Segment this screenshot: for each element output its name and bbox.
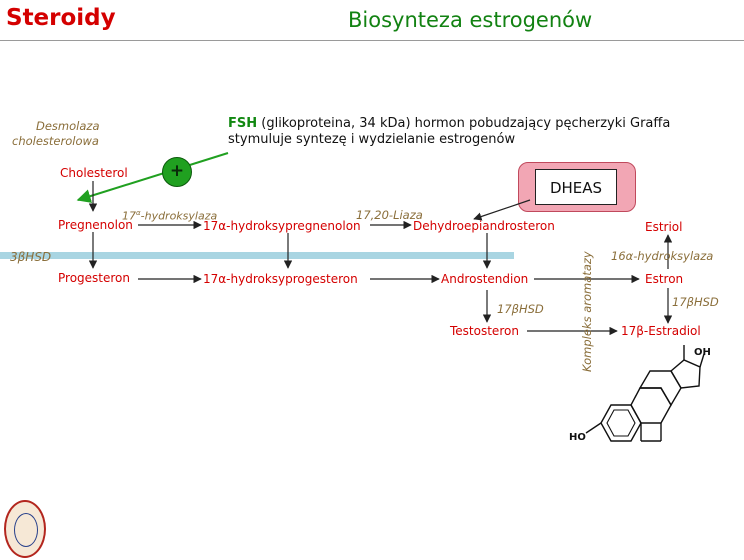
enzyme-16a-hydroksylaza: 16α-hydroksylaza (611, 249, 714, 263)
structure-ho-label: HO (569, 432, 586, 443)
compound-pregnenolon: Pregnenolon (58, 218, 133, 232)
estradiol-structure (585, 345, 705, 442)
dheas-label: DHEAS (549, 179, 603, 197)
compound-androstendion: Androstendion (441, 272, 529, 286)
compound-estradiol: 17β-Estradiol (621, 324, 701, 338)
university-seal-icon (4, 500, 46, 558)
section-title: Steroidy (6, 5, 116, 31)
compound-17a-hydroksyprogesteron: 17α-hydroksyprogesteron (203, 272, 358, 286)
compound-estron: Estron (645, 272, 684, 286)
plus-sign: + (162, 157, 192, 187)
compound-dehydroepiandrosteron: Dehydroepiandrosteron (413, 219, 555, 233)
compound-cholesterol: Cholesterol (60, 166, 128, 180)
fsh-text-2: stymuluje syntezę i wydzielanie estrogen… (228, 132, 516, 148)
enzyme-17bhsd-estron: 17βHSD (672, 295, 719, 309)
3bhsd-band (0, 252, 514, 259)
enzyme-17bhsd-testo: 17βHSD (497, 302, 544, 316)
enzyme-3bhsd: 3βHSD (10, 250, 52, 264)
enzyme-17-prefix: 17 (122, 209, 136, 223)
enzyme-aromataza-complex: Kompleks aromatazy (580, 251, 594, 372)
compound-progesteron: Progesteron (58, 271, 130, 285)
dheas-box: DHEAS (535, 169, 617, 205)
header-divider (0, 40, 744, 41)
compound-estriol: Estriol (645, 220, 683, 234)
enzyme-desmolaza-1: Desmolaza (36, 119, 100, 133)
enzyme-liaza: 17,20-Liaza (356, 208, 423, 222)
enzyme-17-rest: -hydroksylaza (140, 209, 218, 223)
page-title: Biosynteza estrogenów (348, 8, 593, 32)
fsh-label: FSH (228, 116, 258, 131)
seal-emblem (14, 513, 38, 547)
fsh-description: FSH (glikoproteina, 34 kDa) hormon pobud… (228, 116, 728, 149)
compound-17a-hydroksypregnenolon: 17α-hydroksypregnenolon (203, 219, 361, 233)
enzyme-desmolaza-2: cholesterolowa (12, 134, 99, 148)
arrow-fsh-to-desmolaza (76, 152, 229, 203)
enzyme-17-hydroksylaza: 17α-hydroksylaza (122, 209, 218, 223)
arrow-dheas-dhea (473, 199, 531, 221)
fsh-text-1: (glikoproteina, 34 kDa) hormon pobudzają… (257, 116, 671, 131)
structure-oh-label: OH (694, 347, 711, 358)
compound-testosteron: Testosteron (450, 324, 519, 338)
